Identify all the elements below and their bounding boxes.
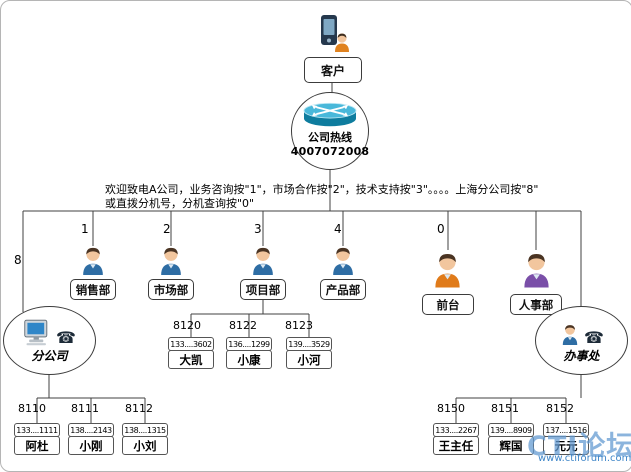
agent-phone: 139....3529 [286,337,332,351]
router-icon [301,102,359,128]
dept-node-marketing: 市场部 [148,279,194,300]
dept-label: 人事部 [518,297,554,312]
agent-name: 小康 [226,350,272,369]
dept-node-product: 产品部 [320,279,366,300]
office-label: 办事处 [563,348,600,363]
extension-number: 8112 [125,402,153,415]
telephone-icon: ☎ [584,327,604,347]
agent-card: 139....3529 小河 [286,337,332,369]
customer-label: 客户 [320,63,345,78]
dept-label: 前台 [436,297,460,312]
extension-number: 8122 [229,319,257,332]
dept-label: 市场部 [153,282,189,297]
customer-phone-icon [309,13,353,53]
extension-number: 8152 [546,402,574,415]
branch-key-branch-office: 8 [14,253,22,267]
agent-name: 辉国 [488,436,534,455]
agent-name: 小刚 [68,436,114,455]
agent-name: 大凯 [168,350,214,369]
dept-node-sales: 销售部 [70,279,116,300]
branch-key-market: 2 [163,222,171,236]
hr-person-icon [518,248,555,290]
ivr-greeting-line1: 欢迎致电A公司，业务咨询按"1"，市场合作按"2"，技术支持按"3"。。。。上海… [105,183,539,196]
extension-number: 8151 [491,402,519,415]
dept-node-frontdesk: 前台 [422,294,474,315]
agent-card: 138....1315 小刘 [122,423,168,455]
dept-node-project: 项目部 [240,279,286,300]
extension-number: 8111 [71,402,99,415]
agent-phone: 136....1299 [226,337,272,351]
agent-card: 138....2143 小刚 [68,423,114,455]
office-person-icon [559,322,581,346]
agent-phone: 133....2267 [433,423,479,437]
extension-number: 8120 [173,319,201,332]
extension-number: 8110 [18,402,46,415]
computer-icon [23,319,53,346]
sales-person-icon [78,244,108,276]
agent-name: 小河 [286,350,332,369]
agent-phone: 139....8909 [488,423,534,437]
agent-phone: 138....1315 [122,423,168,437]
agent-card: 139....8909 辉国 [488,423,534,455]
dept-node-hr: 人事部 [510,294,562,315]
extension-number: 8150 [437,402,465,415]
agent-card: 133....1111 阿杜 [14,423,60,455]
branch-company-node: ☎ 分公司 [3,306,96,375]
ivr-greeting-line2: 或直拨分机号，分机查询按"0" [105,197,255,210]
agent-phone: 137....1516 [543,423,589,437]
dept-label: 项目部 [245,282,281,297]
agent-phone: 133....3602 [168,337,214,351]
customer-node: 客户 [304,57,362,83]
frontdesk-person-icon [429,248,466,290]
agent-phone: 138....2143 [68,423,114,437]
agent-name: 阿杜 [14,436,60,455]
hotline-label: 公司热线 [308,131,352,144]
agent-card: 137....1516 元元 [543,423,589,455]
branch-key-product: 4 [334,222,342,236]
dept-label: 产品部 [325,282,361,297]
agent-card: 133....3602 大凯 [168,337,214,369]
agent-card: 136....1299 小康 [226,337,272,369]
dept-label: 销售部 [75,282,111,297]
product-person-icon [328,244,358,276]
telephone-icon: ☎ [56,327,76,347]
branch-key-project: 3 [254,222,262,236]
extension-number: 8123 [285,319,313,332]
hotline-node: 公司热线 4007072008 [291,92,369,170]
office-node: ☎ 办事处 [535,306,628,375]
agent-name: 元元 [543,436,589,455]
agent-card: 133....2267 王主任 [433,423,479,455]
agent-phone: 133....1111 [14,423,60,437]
agent-name: 王主任 [433,436,479,455]
agent-name: 小刘 [122,436,168,455]
branch-key-sales: 1 [81,222,89,236]
branch-company-label: 分公司 [31,348,68,363]
hotline-number: 4007072008 [290,145,370,158]
project-person-icon [248,244,278,276]
tree-edges [22,83,582,424]
branch-key-frontdesk: 0 [437,222,445,236]
marketing-person-icon [156,244,186,276]
